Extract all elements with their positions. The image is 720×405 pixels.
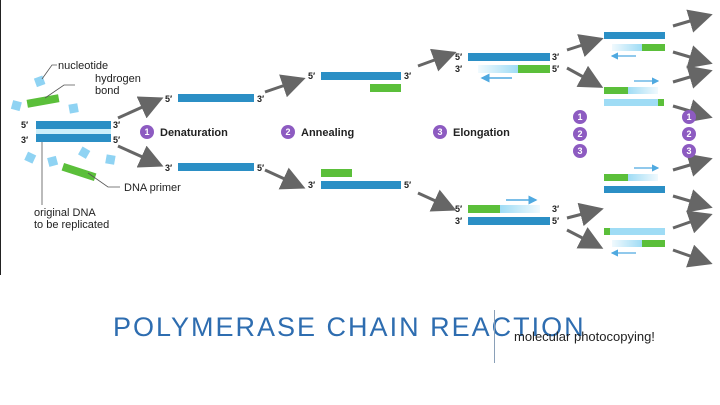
template-strand — [604, 99, 658, 106]
annealed-primer — [370, 84, 401, 92]
template-strand — [604, 186, 665, 193]
original-dna-bottom-strand — [36, 134, 111, 142]
nucleotide-label: nucleotide — [58, 60, 108, 72]
slide-title: POLYMERASE CHAIN REACTION — [113, 312, 586, 342]
annealed-primer — [518, 65, 550, 73]
end-label: 5′ — [21, 120, 28, 130]
end-label: 3′ — [404, 71, 411, 81]
template-strand — [321, 181, 401, 189]
step-number: 2 — [285, 127, 290, 137]
cycle-number: 2 — [686, 129, 691, 139]
process-arrows — [117, 9, 713, 268]
end-label: 3′ — [552, 204, 559, 214]
step-elongation: 3 Elongation — [433, 125, 510, 139]
new-strand — [628, 174, 658, 181]
hydrogen-bond-region — [36, 129, 111, 134]
step-label: Elongation — [453, 127, 510, 139]
cycle-steps-stack: 1 2 3 — [682, 110, 696, 158]
annealed-primer — [604, 174, 628, 181]
end-label: 3′ — [455, 64, 462, 74]
end-label: 5′ — [552, 216, 559, 226]
step-denaturation: 1 Denaturation — [140, 125, 228, 139]
loose-primer — [26, 94, 60, 108]
step-number: 3 — [437, 127, 442, 137]
cycle-steps-stack: 1 2 3 — [573, 110, 587, 158]
annealed-primer — [321, 169, 352, 177]
end-label: 3′ — [21, 135, 28, 145]
step-label: Annealing — [301, 127, 354, 139]
step-annealing: 2 Annealing — [281, 125, 354, 139]
step-number: 1 — [144, 127, 149, 137]
template-strand — [468, 217, 550, 225]
annealed-primer — [642, 44, 665, 51]
slide-subtitle: molecular photocopying! — [514, 329, 655, 344]
end-label: 3′ — [455, 216, 462, 226]
template-strand — [610, 228, 665, 235]
end-label: 5′ — [165, 94, 172, 104]
step-label: Denaturation — [160, 127, 228, 139]
end-label: 5′ — [257, 163, 264, 173]
annealed-primer — [658, 99, 664, 106]
nucleotide-cluster — [10, 75, 116, 167]
end-label: 3′ — [113, 120, 120, 130]
leader-lines — [41, 64, 120, 205]
annealed-primer — [604, 87, 628, 94]
end-label: 3′ — [257, 94, 264, 104]
end-label: 5′ — [308, 71, 315, 81]
template-strand — [604, 228, 610, 235]
end-label: 3′ — [552, 52, 559, 62]
new-strand — [478, 65, 518, 73]
template-strand — [321, 72, 401, 80]
title-divider — [494, 310, 495, 363]
end-label: 5′ — [113, 135, 120, 145]
new-strand — [612, 240, 642, 247]
step-badge — [433, 125, 447, 139]
end-label: 5′ — [455, 52, 462, 62]
step-badge — [140, 125, 154, 139]
end-label: 3′ — [308, 180, 315, 190]
cycle-number: 2 — [577, 129, 582, 139]
single-strand — [178, 94, 254, 102]
original-dna-top-strand — [36, 121, 111, 129]
end-label: 5′ — [552, 64, 559, 74]
template-strand — [468, 53, 550, 61]
cycle-number: 3 — [577, 146, 582, 156]
template-strand — [604, 32, 665, 39]
annealed-primer — [468, 205, 500, 213]
cycle-number: 3 — [686, 146, 691, 156]
new-strand — [500, 205, 540, 213]
single-strand — [178, 163, 254, 171]
end-label: 5′ — [455, 204, 462, 214]
cycle-number: 1 — [686, 112, 691, 122]
end-label: 3′ — [165, 163, 172, 173]
new-strand — [628, 87, 658, 94]
loose-primer — [61, 162, 97, 182]
end-label: 5′ — [404, 180, 411, 190]
annealed-primer — [642, 240, 665, 247]
cycle-number: 1 — [577, 112, 582, 122]
dna-primer-label: DNA primer — [124, 182, 181, 194]
new-strand — [612, 44, 642, 51]
step-badge — [281, 125, 295, 139]
